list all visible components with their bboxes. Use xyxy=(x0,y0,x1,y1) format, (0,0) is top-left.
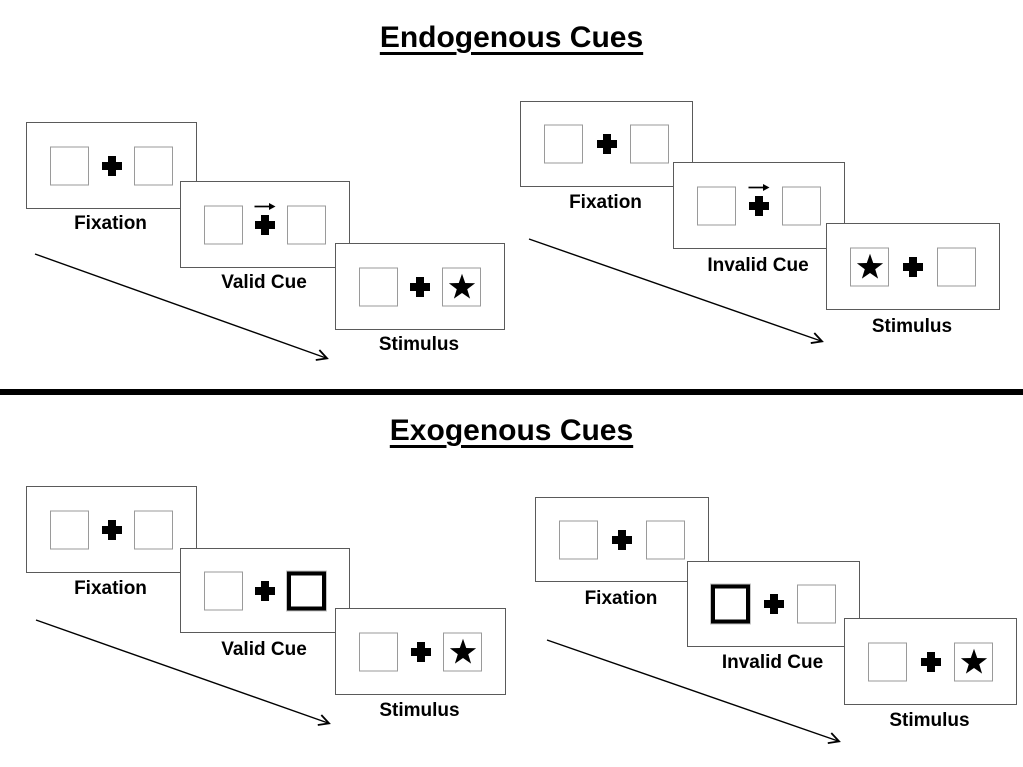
section-divider xyxy=(0,389,1023,395)
panel-cue xyxy=(673,162,845,249)
panel-cue xyxy=(687,561,860,647)
time-arrow-endogenous-valid xyxy=(34,253,329,361)
placeholder-box-left xyxy=(697,186,736,225)
panel-stimulus xyxy=(335,608,506,695)
placeholder-box-right xyxy=(630,124,669,164)
placeholder-box-left xyxy=(544,124,583,164)
placeholder-box-right xyxy=(782,186,821,225)
section-title-endogenous-text: Endogenous Cues xyxy=(379,21,644,54)
panel-label: Fixation xyxy=(74,578,147,599)
panel-label: Fixation xyxy=(584,588,658,609)
section-title-exogenous-text: Exogenous Cues xyxy=(389,414,634,447)
cue-arrow-right-icon xyxy=(254,203,276,210)
star-icon xyxy=(449,638,476,664)
placeholder-box-left xyxy=(50,146,89,185)
panel-label: Fixation xyxy=(569,192,642,213)
target-box-right xyxy=(442,267,481,306)
placeholder-box-right xyxy=(134,146,173,185)
highlighted-cue-box-left xyxy=(711,584,750,624)
placeholder-box-right xyxy=(134,510,173,549)
cue-arrow-right-icon xyxy=(748,184,770,191)
panel-stimulus xyxy=(844,618,1017,705)
fixation-cross-icon xyxy=(763,594,784,614)
target-box-right xyxy=(443,632,482,671)
placeholder-box-left xyxy=(204,205,243,244)
placeholder-box-right xyxy=(797,584,836,624)
panel-label: Stimulus xyxy=(379,700,460,721)
placeholder-box-right xyxy=(937,247,976,286)
placeholder-box-left xyxy=(868,642,907,681)
panel-stimulus xyxy=(335,243,505,330)
fixation-cross-icon xyxy=(920,651,941,672)
fixation-cross-icon xyxy=(410,276,430,297)
panel-label: Valid Cue xyxy=(221,639,307,660)
placeholder-box-left xyxy=(204,571,243,610)
panel-label: Invalid Cue xyxy=(721,652,824,673)
placeholder-box-right xyxy=(646,520,685,559)
panel-fixation xyxy=(26,486,197,573)
time-arrow-exogenous-valid xyxy=(35,619,331,726)
placeholder-box-right xyxy=(287,205,326,244)
highlighted-cue-box-right xyxy=(287,571,326,610)
target-box-left xyxy=(850,247,889,286)
panel-fixation xyxy=(520,101,693,187)
star-icon xyxy=(856,253,883,279)
fixation-cross-icon xyxy=(101,155,122,176)
placeholder-box-left xyxy=(50,510,89,549)
panel-label: Stimulus xyxy=(871,316,953,337)
section-title-endogenous: Endogenous Cues xyxy=(0,23,1023,53)
placeholder-box-left xyxy=(559,520,598,559)
fixation-cross-icon xyxy=(255,214,275,235)
panel-label: Stimulus xyxy=(889,710,970,731)
fixation-cross-icon xyxy=(101,519,122,540)
placeholder-box-left xyxy=(359,267,398,306)
panel-stimulus xyxy=(826,223,1000,310)
panel-label: Valid Cue xyxy=(221,272,307,293)
time-arrow-exogenous-invalid xyxy=(546,639,841,744)
fixation-cross-icon xyxy=(612,529,632,550)
panel-label: Fixation xyxy=(74,213,147,234)
target-box-right xyxy=(954,642,993,681)
fixation-cross-icon xyxy=(596,134,617,154)
panel-label: Stimulus xyxy=(378,334,460,355)
panel-cue xyxy=(180,181,350,268)
time-arrow-endogenous-invalid xyxy=(528,238,824,344)
fixation-cross-icon xyxy=(410,641,431,662)
panel-cue xyxy=(180,548,350,633)
panel-fixation xyxy=(26,122,197,209)
placeholder-box-left xyxy=(359,632,398,671)
fixation-cross-icon xyxy=(749,195,769,216)
panel-fixation xyxy=(535,497,709,582)
section-title-exogenous: Exogenous Cues xyxy=(0,416,1023,446)
panel-label: Invalid Cue xyxy=(707,255,809,276)
star-icon xyxy=(960,648,987,674)
fixation-cross-icon xyxy=(255,580,275,601)
fixation-cross-icon xyxy=(903,256,923,277)
star-icon xyxy=(448,273,475,299)
